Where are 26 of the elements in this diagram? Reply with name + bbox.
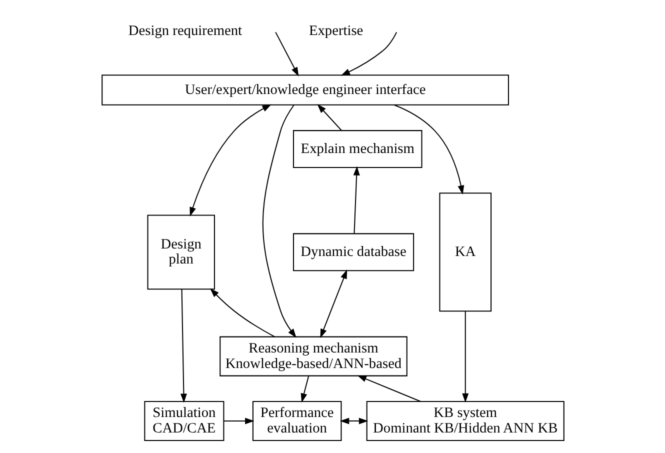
arrow [223,418,254,424]
arrow [316,104,342,131]
arrow [340,32,397,76]
arrow [209,288,274,338]
arrow [394,104,464,195]
arrow [300,376,309,403]
node-box: Simulation CAD/CAE [144,400,224,441]
arrow [320,270,347,338]
arrow [339,418,368,424]
node-box: Performance evaluation [252,400,342,441]
arrow [274,32,298,76]
arrow [352,166,360,234]
arrow [180,289,186,403]
node-box: KA [438,192,492,312]
label: Expertise [308,22,363,39]
node-box: Dynamic database [292,233,414,272]
node-box: KB system Dominant KB/Hidden ANN KB [366,400,564,441]
arrow [189,104,271,216]
node-box: User/expert/knowledge engineer interface [101,74,508,106]
label: Design requirement [128,22,242,39]
node-box: Design plan [146,214,214,290]
arrow [356,375,420,402]
node-box: Reasoning mechanism Knowledge-based/ANN-based [219,336,407,376]
arrow [262,104,296,338]
node-box: Explain mechanism [292,130,422,168]
arrow [462,312,468,403]
